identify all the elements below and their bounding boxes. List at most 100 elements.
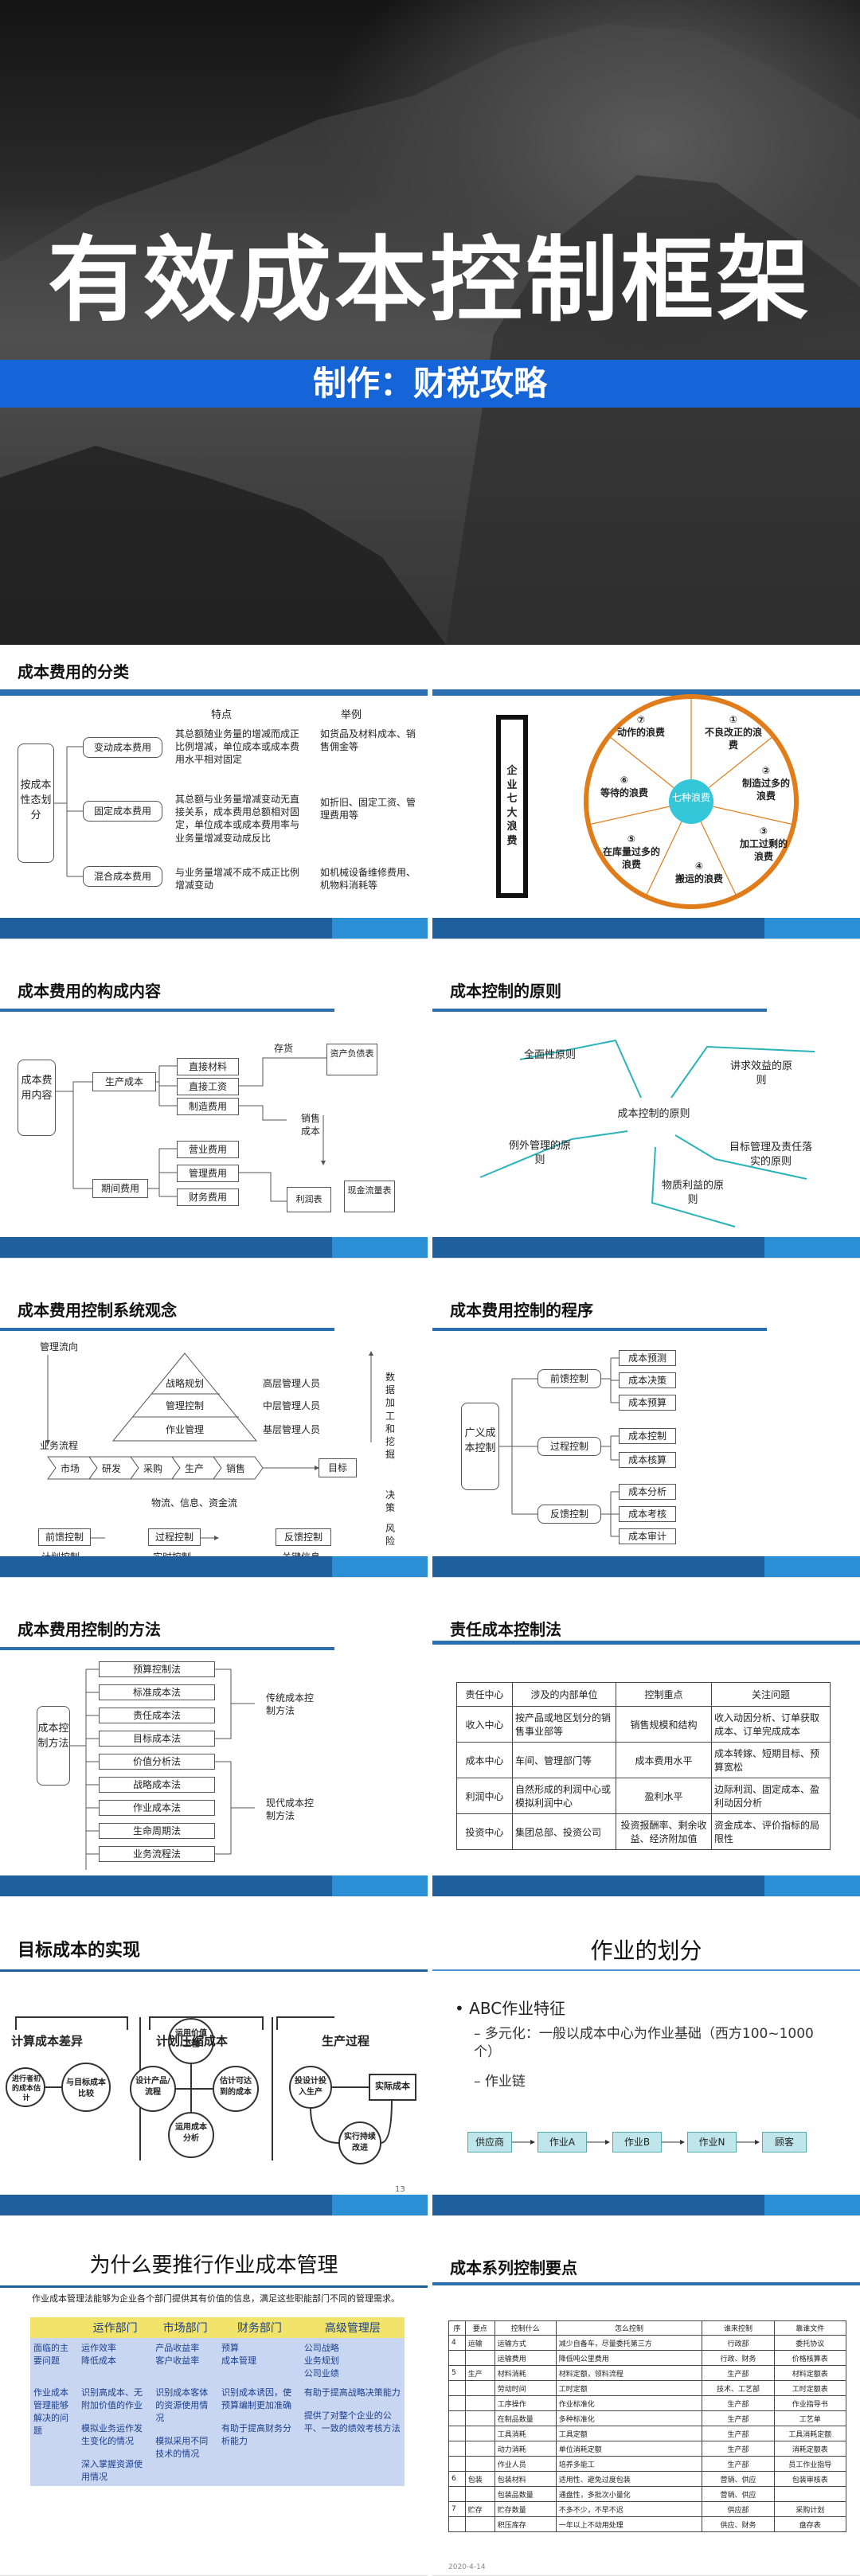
principle-item: 物质利益的原则	[657, 1179, 729, 1207]
table-cell: 材料消耗	[494, 2366, 556, 2381]
table-cell: 生产部	[702, 2366, 774, 2381]
table-cell	[449, 2487, 466, 2502]
table-cell	[449, 2517, 466, 2532]
slide-why-abc: 为什么要推行作业成本管理 作业成本管理法能够为企业各个部门提供其有价值的信息，满…	[0, 2241, 428, 2576]
table-cell: 运作效率 降低成本	[78, 2338, 152, 2383]
waste-label: 等待的浪费	[600, 787, 648, 798]
table-cell: 营销、供应	[702, 2472, 774, 2487]
table-header: 运作部门 市场部门 财务部门 高级管理层	[30, 2317, 405, 2338]
table-cell: 成本费用水平	[616, 1743, 712, 1778]
table-cell: 作业标准化	[556, 2396, 702, 2411]
table-cell	[465, 2351, 494, 2366]
table-cell: 工具定额	[556, 2426, 702, 2441]
table-cell: 工时定额表	[774, 2381, 846, 2396]
category-node: 变动成本费用	[83, 737, 162, 758]
wheel-center: 七种浪费	[671, 791, 711, 804]
table-row: 劳动时间工时定额技术、工艺部工时定额表	[449, 2381, 846, 2396]
table-row: 利润中心 自然形成的利润中心或模拟利润中心 盈利水平 边际利润、固定成本、盈利动…	[457, 1778, 831, 1814]
table-cell: 作业成本管理能够解决的问题	[30, 2383, 78, 2486]
group-node: 前馈控制	[538, 1369, 601, 1388]
step-circle: 进行者初的成本估计	[10, 2074, 43, 2103]
slide-title: 为什么要推行作业成本管理	[0, 2252, 428, 2280]
table-cell: 收入中心	[457, 1707, 513, 1743]
table-cell: 减少自备车，尽量委托第三方	[556, 2336, 702, 2351]
table-cell: 采购计划	[774, 2502, 846, 2517]
header-cell: 控制重点	[616, 1683, 712, 1707]
group-node: 过程控制	[538, 1437, 601, 1456]
table-cell	[449, 2426, 466, 2441]
step-circle: 运用价值工程	[172, 2028, 210, 2050]
table-cell: 自然形成的利润中心或模拟利润中心	[513, 1778, 616, 1814]
header-cell: 控制什么	[494, 2321, 556, 2336]
table-cell: 运输方式	[494, 2336, 556, 2351]
table-cell: 6	[449, 2472, 466, 2487]
table-cell: 供应、财务	[702, 2517, 774, 2532]
right-label: 风险	[385, 1522, 400, 1548]
table-cell	[449, 2457, 466, 2472]
cost-item: 营业费用	[177, 1141, 239, 1158]
table-cell: 边际利润、固定成本、盈利动因分析	[712, 1778, 831, 1814]
table-cell: 一年以上不动用处理	[556, 2517, 702, 2532]
table-cell: 贮存数量	[494, 2502, 556, 2517]
table-row: 动力消耗单位消耗定额生产部消耗定额表	[449, 2441, 846, 2457]
slide-control-methods: 成本费用控制的方法 成本控制方法 预算控制法 标准成本法 责任成本法 目标成本法…	[0, 1602, 428, 1897]
table-cell: 生产部	[702, 2441, 774, 2457]
footer-accent	[332, 918, 428, 939]
table-row: 面临的主要问题 运作效率 降低成本 产品收益率 客户收益率 预算 成本管理 公司…	[30, 2338, 405, 2383]
header-cell	[30, 2317, 78, 2338]
step-box: 成本决策	[619, 1372, 676, 1388]
chain-step: 研发	[102, 1462, 121, 1475]
table-row: 包装品数量通盘性，多批次小量化营销、供应	[449, 2487, 846, 2502]
waste-item: ①不良改正的浪费	[702, 713, 765, 752]
flows-label: 物流、信息、资金流	[151, 1497, 237, 1509]
table-cell: 劳动时间	[494, 2381, 556, 2396]
table-row: 作业人员培养多能工生产部员工作业指导	[449, 2457, 846, 2472]
header-cell: 高级管理层	[301, 2317, 405, 2338]
hero-subtitle: 制作：财税攻略	[0, 360, 860, 408]
table-cell	[465, 2381, 494, 2396]
feature-text: 其总额随业务量的增减而成正比例增减，单位成本或成本费用水平相对固定	[175, 728, 307, 767]
footer-accent	[764, 1875, 860, 1896]
table-cell: 工艺单	[774, 2411, 846, 2426]
table-cell	[449, 2396, 466, 2411]
table-cell	[465, 2487, 494, 2502]
pyramid-level: 管理控制	[156, 1399, 213, 1412]
table-cell	[465, 2517, 494, 2532]
cost-item: 管理费用	[177, 1165, 239, 1182]
table-cell	[465, 2411, 494, 2426]
table-cell	[465, 2396, 494, 2411]
table-row: 积压库存一年以上不动用处理供应、财务盘存表	[449, 2517, 846, 2532]
table-cell: 积压库存	[494, 2517, 556, 2532]
manager-level: 高层管理人员	[263, 1377, 320, 1390]
step-box: 成本控制	[619, 1428, 676, 1444]
waste-number: ③	[760, 825, 768, 837]
header-cell: 要点	[465, 2321, 494, 2336]
table-cell: 7	[449, 2502, 466, 2517]
root-node: 成本费用内容	[18, 1060, 56, 1136]
table-cell: 资金成本、评价指标的局限性	[712, 1814, 831, 1850]
group-node: 反馈控制	[538, 1505, 601, 1524]
target-box: 目标	[319, 1458, 357, 1477]
table-cell: 委托协议	[774, 2336, 846, 2351]
group-label: 传统成本控制方法	[266, 1692, 322, 1717]
step-box: 成本预测	[619, 1350, 676, 1366]
waste-item: ⑥等待的浪费	[596, 774, 652, 799]
prod-cost-node: 生产成本	[92, 1072, 156, 1091]
method-box: 业务流程法	[99, 1846, 215, 1862]
table-cell: 价格核算表	[774, 2351, 846, 2366]
footer-accent	[332, 1875, 428, 1896]
method-box: 责任成本法	[99, 1708, 215, 1723]
table-cell: 适用性、避免过度包装	[556, 2472, 702, 2487]
header-cell: 关注问题	[712, 1683, 831, 1707]
biz-flow-label: 业务流程	[40, 1439, 78, 1452]
table-cell: 作业人员	[494, 2457, 556, 2472]
cost-item: 财务费用	[177, 1188, 239, 1206]
waste-number: ⑥	[620, 775, 628, 786]
table-cell: 工具消耗定额	[774, 2426, 846, 2441]
table-cell: 成本转嫁、短期目标、预算宽松	[712, 1743, 831, 1778]
responsibility-table: 责任中心 涉及的内部单位 控制重点 关注问题 收入中心 按产品或地区划分的销售事…	[456, 1682, 831, 1850]
waste-item: ⑤在库量过多的浪费	[603, 833, 660, 872]
table-cell: 营销、供应	[702, 2487, 774, 2502]
header-cell: 怎么控制	[556, 2321, 702, 2336]
title-slide: 有效成本控制框架 制作：财税攻略	[0, 0, 860, 645]
